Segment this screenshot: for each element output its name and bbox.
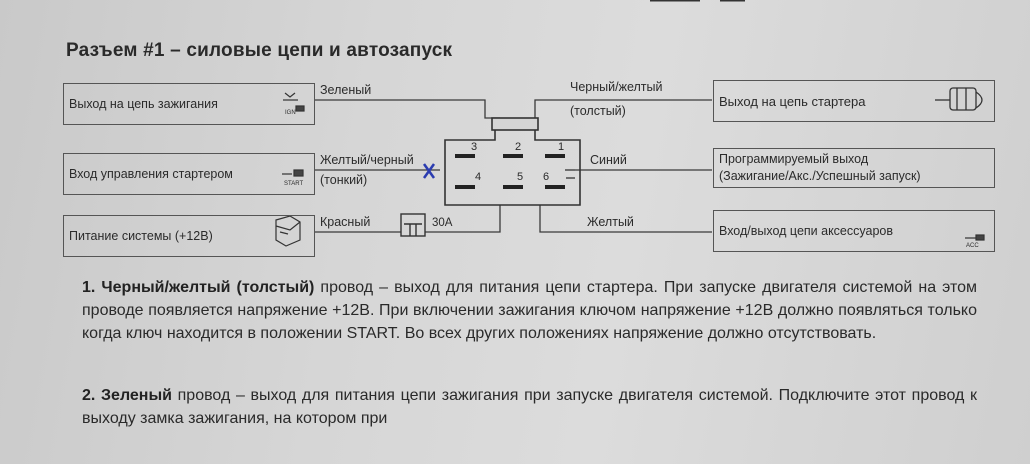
- box-programmable-output: Программируемый выход (Зажигание/Акс./Ус…: [713, 148, 995, 188]
- wire-yellow-line: [539, 205, 712, 233]
- fuse-icon: [400, 213, 426, 237]
- wire-green-line: [314, 99, 500, 119]
- wire-label-yellow: Желтый: [587, 215, 634, 229]
- paragraph-1-number: 1.: [82, 279, 96, 296]
- box-starter-output-label: Выход на цепь стартера: [719, 93, 866, 109]
- box-programmable-output-label: Программируемый выход: [719, 152, 869, 166]
- pin-6-label: 6: [543, 171, 549, 183]
- acc-caption: ACC: [966, 243, 979, 249]
- box-starter-control-input-label: Вход управления стартером: [69, 167, 233, 181]
- connector-pins: [455, 154, 565, 189]
- fuse-label: 30А: [432, 217, 453, 229]
- connector-6pin: [444, 117, 581, 206]
- wire-label-yellow-black: Желтый/черный: [320, 153, 414, 167]
- ign-caption: IGN: [285, 110, 296, 116]
- wire-label-black-yellow: Черный/желтый: [570, 80, 663, 94]
- box-accessory-io-label: Вход/выход цепи аксессуаров: [719, 224, 893, 238]
- start-caption: START: [284, 181, 304, 187]
- wire-label-green: Зеленый: [320, 83, 372, 97]
- paragraph-2-text: провод – выход для питания цепи зажигани…: [82, 387, 977, 427]
- section-title: Разъем #1 – силовые цепи и автозапуск: [66, 40, 453, 61]
- box-system-power-label: Питание системы (+12В): [69, 229, 213, 243]
- wire-red-line-right: [425, 205, 501, 233]
- start-icon: [282, 169, 304, 177]
- paragraph-2-number: 2.: [82, 387, 96, 404]
- wire-label-blue: Синий: [590, 153, 627, 167]
- paragraph-2: 2. Зеленый провод – выход для питания це…: [82, 384, 977, 430]
- pin-5-label: 5: [517, 171, 523, 183]
- paragraph-1: 1. Черный/желтый (толстый) провод – выхо…: [82, 276, 977, 345]
- box-ignition-output-label: Выход на цепь зажигания: [69, 97, 218, 111]
- ignition-icon: [283, 92, 305, 112]
- paragraph-1-text: провод – выход для питания цепи стартера…: [82, 279, 977, 342]
- box-system-power: Питание системы (+12В): [63, 215, 315, 257]
- box-starter-output: Выход на цепь стартера: [713, 80, 995, 122]
- wire-label-thick: (толстый): [570, 104, 626, 118]
- wire-label-red: Красный: [320, 215, 371, 229]
- box-accessory-io: Вход/выход цепи аксессуаров: [713, 210, 995, 252]
- paragraph-2-bold: Зеленый: [101, 387, 172, 404]
- wiring-diagram: 3 2 1 4 5 6: [275, 87, 985, 247]
- pin-1-label: 1: [558, 141, 564, 153]
- battery-icon: [275, 215, 301, 247]
- box-ignition-output: Выход на цепь зажигания: [63, 83, 315, 125]
- wire-label-thin: (тонкий): [320, 173, 368, 187]
- starter-motor-icon: [935, 87, 983, 111]
- paragraph-1-bold: Черный/желтый (толстый): [101, 279, 315, 296]
- box-starter-control-input: Вход управления стартером: [63, 153, 315, 195]
- cross-mark-icon: [422, 163, 436, 179]
- pin-4-label: 4: [475, 171, 481, 183]
- pin-2-label: 2: [515, 141, 521, 153]
- accessory-icon: [965, 234, 985, 241]
- pin-3-label: 3: [471, 141, 477, 153]
- box-programmable-output-sublabel: (Зажигание/Акс./Успешный запуск): [719, 169, 921, 183]
